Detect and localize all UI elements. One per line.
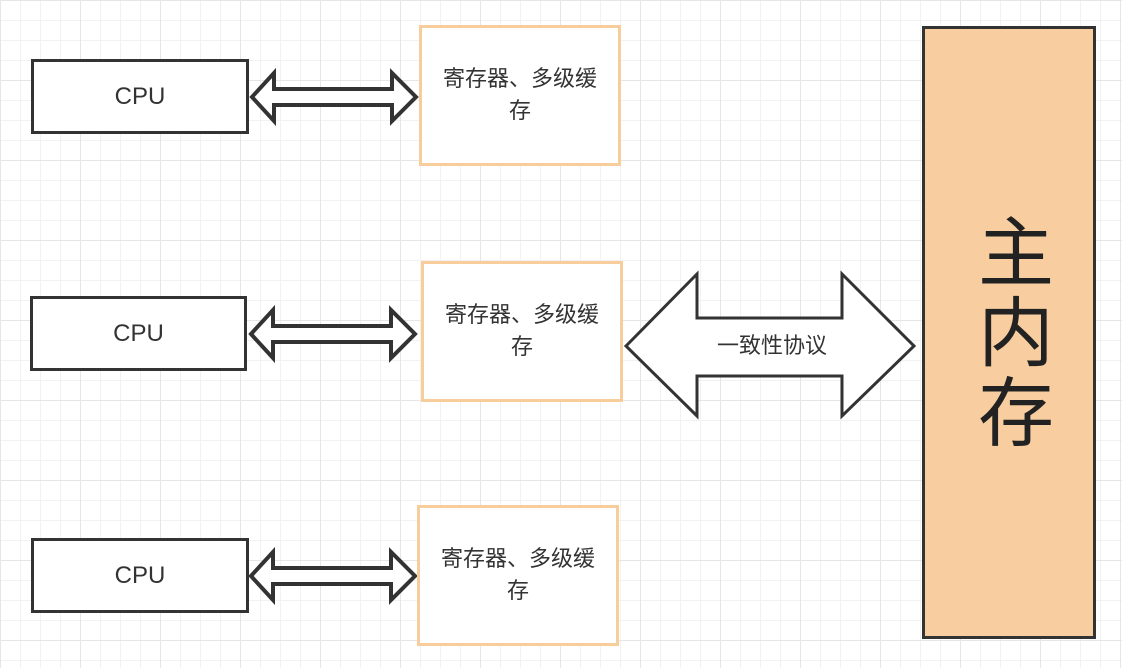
- protocol-label: 一致性协议: [716, 334, 827, 359]
- main-memory-label: 主内存: [965, 212, 1054, 453]
- cache-label: 寄存器、多级缓存: [442, 66, 597, 124]
- double-arrow-1: [249, 67, 419, 127]
- cache-label: 寄存器、多级缓存: [440, 546, 595, 604]
- protocol-double-arrow: [623, 270, 917, 420]
- cpu-label: CPU: [114, 82, 166, 110]
- cpu-box-1: CPU: [31, 59, 249, 134]
- double-arrow-2: [248, 304, 418, 364]
- cache-box-1: 寄存器、多级缓存: [419, 25, 621, 166]
- double-arrow-3: [248, 546, 418, 606]
- cpu-box-3: CPU: [31, 538, 249, 613]
- cache-box-2: 寄存器、多级缓存: [421, 261, 623, 402]
- cpu-label: CPU: [114, 561, 166, 589]
- cpu-box-2: CPU: [30, 296, 247, 371]
- cache-label: 寄存器、多级缓存: [444, 302, 599, 360]
- main-memory-box: 主内存: [922, 26, 1096, 639]
- cache-box-3: 寄存器、多级缓存: [417, 505, 619, 646]
- cpu-label: CPU: [113, 319, 164, 347]
